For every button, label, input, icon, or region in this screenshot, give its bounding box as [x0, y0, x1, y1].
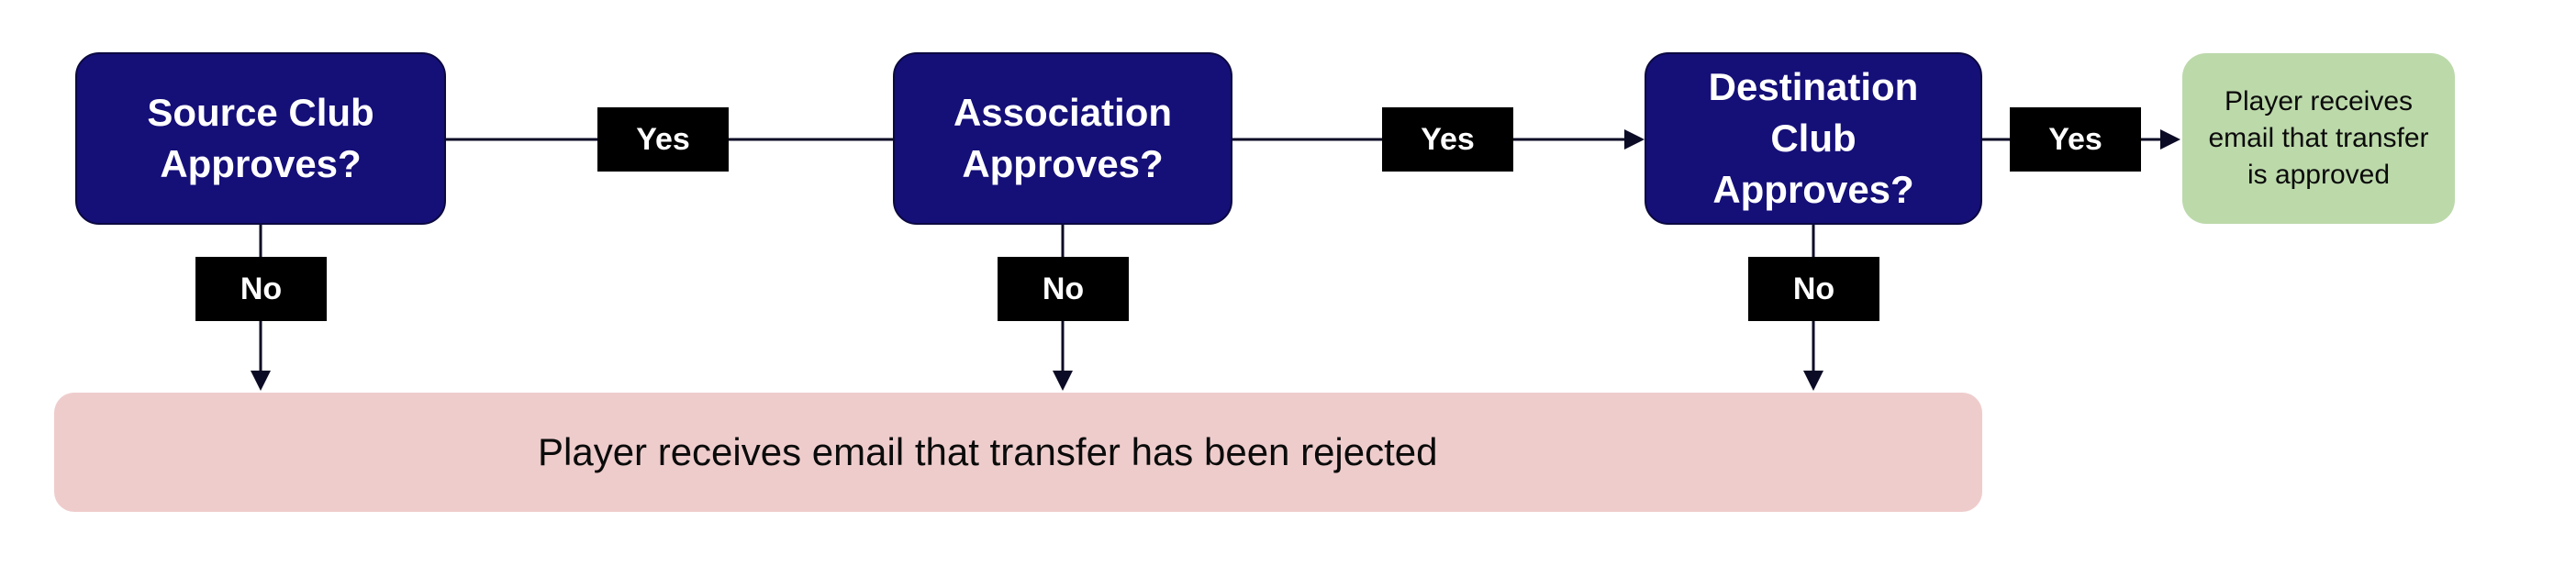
- transfer-rejected-node: Player receives email that transfer has …: [54, 393, 1982, 512]
- arrowhead-rejected-2: [1053, 371, 1073, 391]
- no-label-source: No: [195, 257, 327, 321]
- no-label-destination: No: [1748, 257, 1879, 321]
- arrowhead-destination: [1624, 129, 1645, 150]
- transfer-approved-node: Player receives email that transfer is a…: [2182, 53, 2455, 224]
- yes-label-destination: Yes: [2010, 107, 2141, 172]
- arrowhead-rejected-1: [251, 371, 271, 391]
- no-label-association: No: [998, 257, 1129, 321]
- yes-label-source: Yes: [597, 107, 729, 172]
- arrowhead-approved: [2160, 129, 2180, 150]
- yes-label-association: Yes: [1382, 107, 1513, 172]
- arrowhead-rejected-3: [1803, 371, 1823, 391]
- association-approval-node: Association Approves?: [893, 52, 1232, 225]
- destination-club-approval-node: Destination Club Approves?: [1645, 52, 1982, 225]
- source-club-approval-node: Source Club Approves?: [75, 52, 446, 225]
